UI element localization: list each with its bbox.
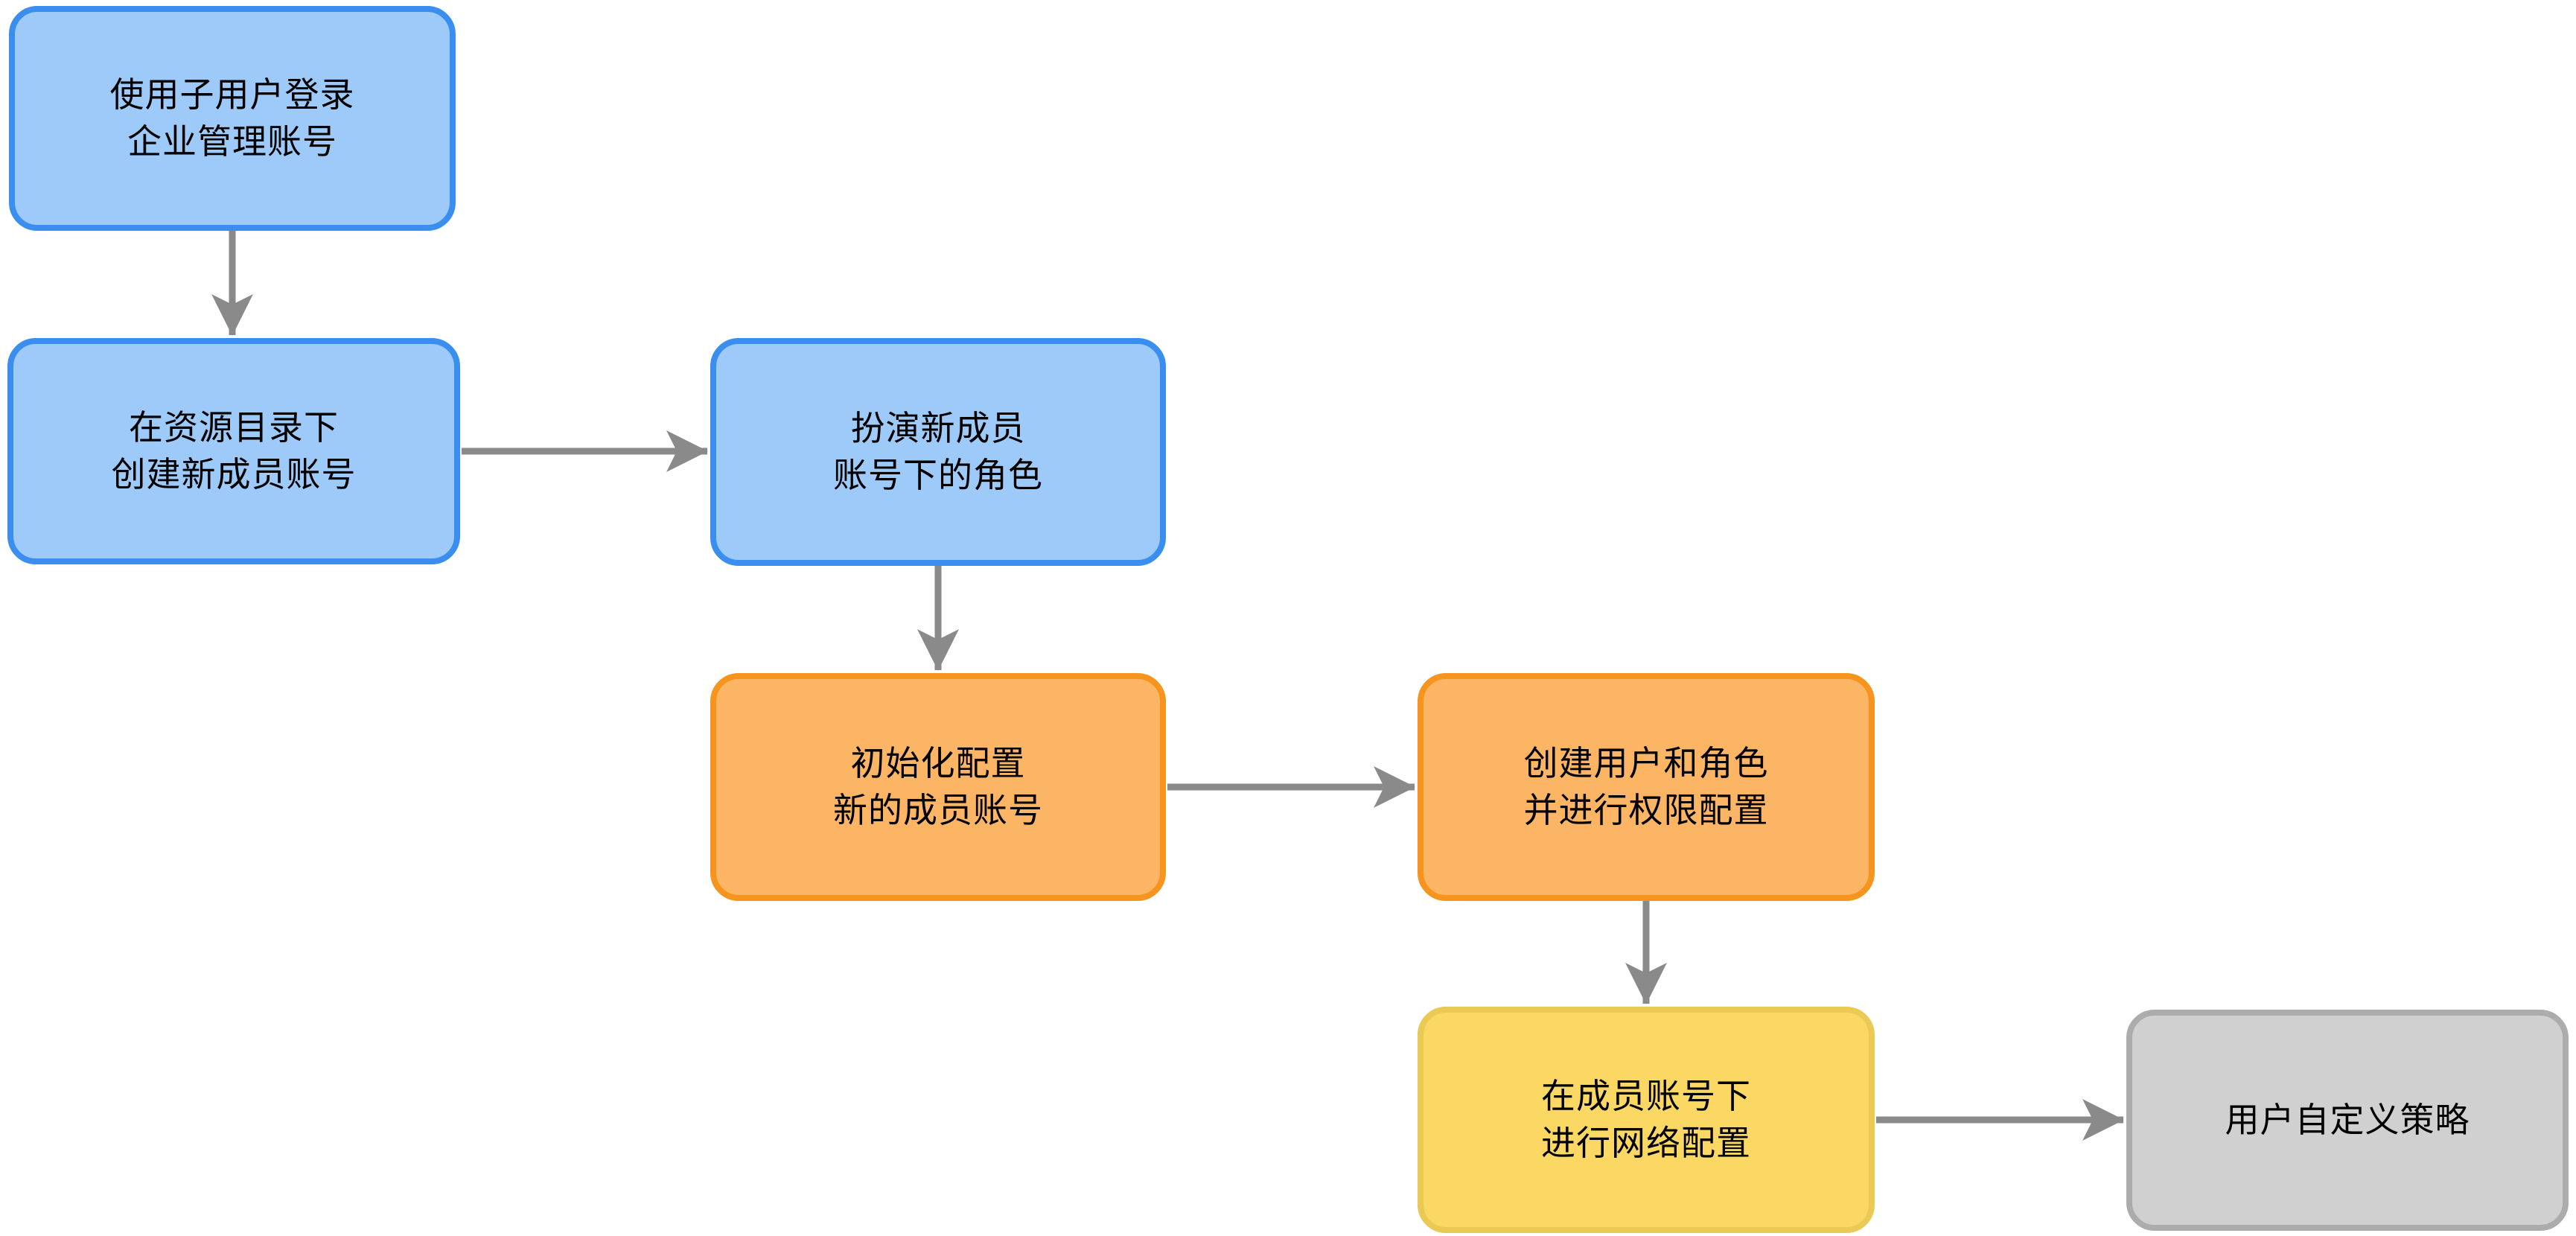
node-text-line: 在资源目录下: [129, 407, 339, 447]
node-text-line: 创建新成员账号: [111, 455, 357, 494]
node-login-enterprise-account: 使用子用户登录 企业管理账号: [9, 6, 456, 231]
node-text-line: 初始化配置: [850, 743, 1026, 783]
node-text-line: 新的成员账号: [833, 791, 1043, 829]
node-text-line: 进行网络配置: [1541, 1124, 1751, 1162]
node-text-line: 创建用户和角色: [1523, 743, 1769, 783]
node-assume-member-role: 扮演新成员 账号下的角色: [710, 338, 1166, 566]
node-init-member-account: 初始化配置 新的成员账号: [710, 673, 1166, 901]
node-text-line: 在成员账号下: [1541, 1076, 1751, 1115]
node-text-line: 账号下的角色: [833, 456, 1043, 494]
node-text-line: 并进行权限配置: [1523, 791, 1769, 829]
node-text-line: 扮演新成员: [850, 408, 1026, 447]
node-network-configuration: 在成员账号下 进行网络配置: [1418, 1007, 1875, 1233]
node-text-line: 用户自定义策略: [2225, 1100, 2470, 1139]
node-text-line: 使用子用户登录: [109, 74, 355, 114]
node-create-member-account: 在资源目录下 创建新成员账号: [7, 338, 460, 564]
node-text-line: 企业管理账号: [127, 122, 337, 161]
node-create-users-roles-permissions: 创建用户和角色 并进行权限配置: [1418, 673, 1875, 901]
node-user-custom-policy: 用户自定义策略: [2126, 1010, 2569, 1231]
